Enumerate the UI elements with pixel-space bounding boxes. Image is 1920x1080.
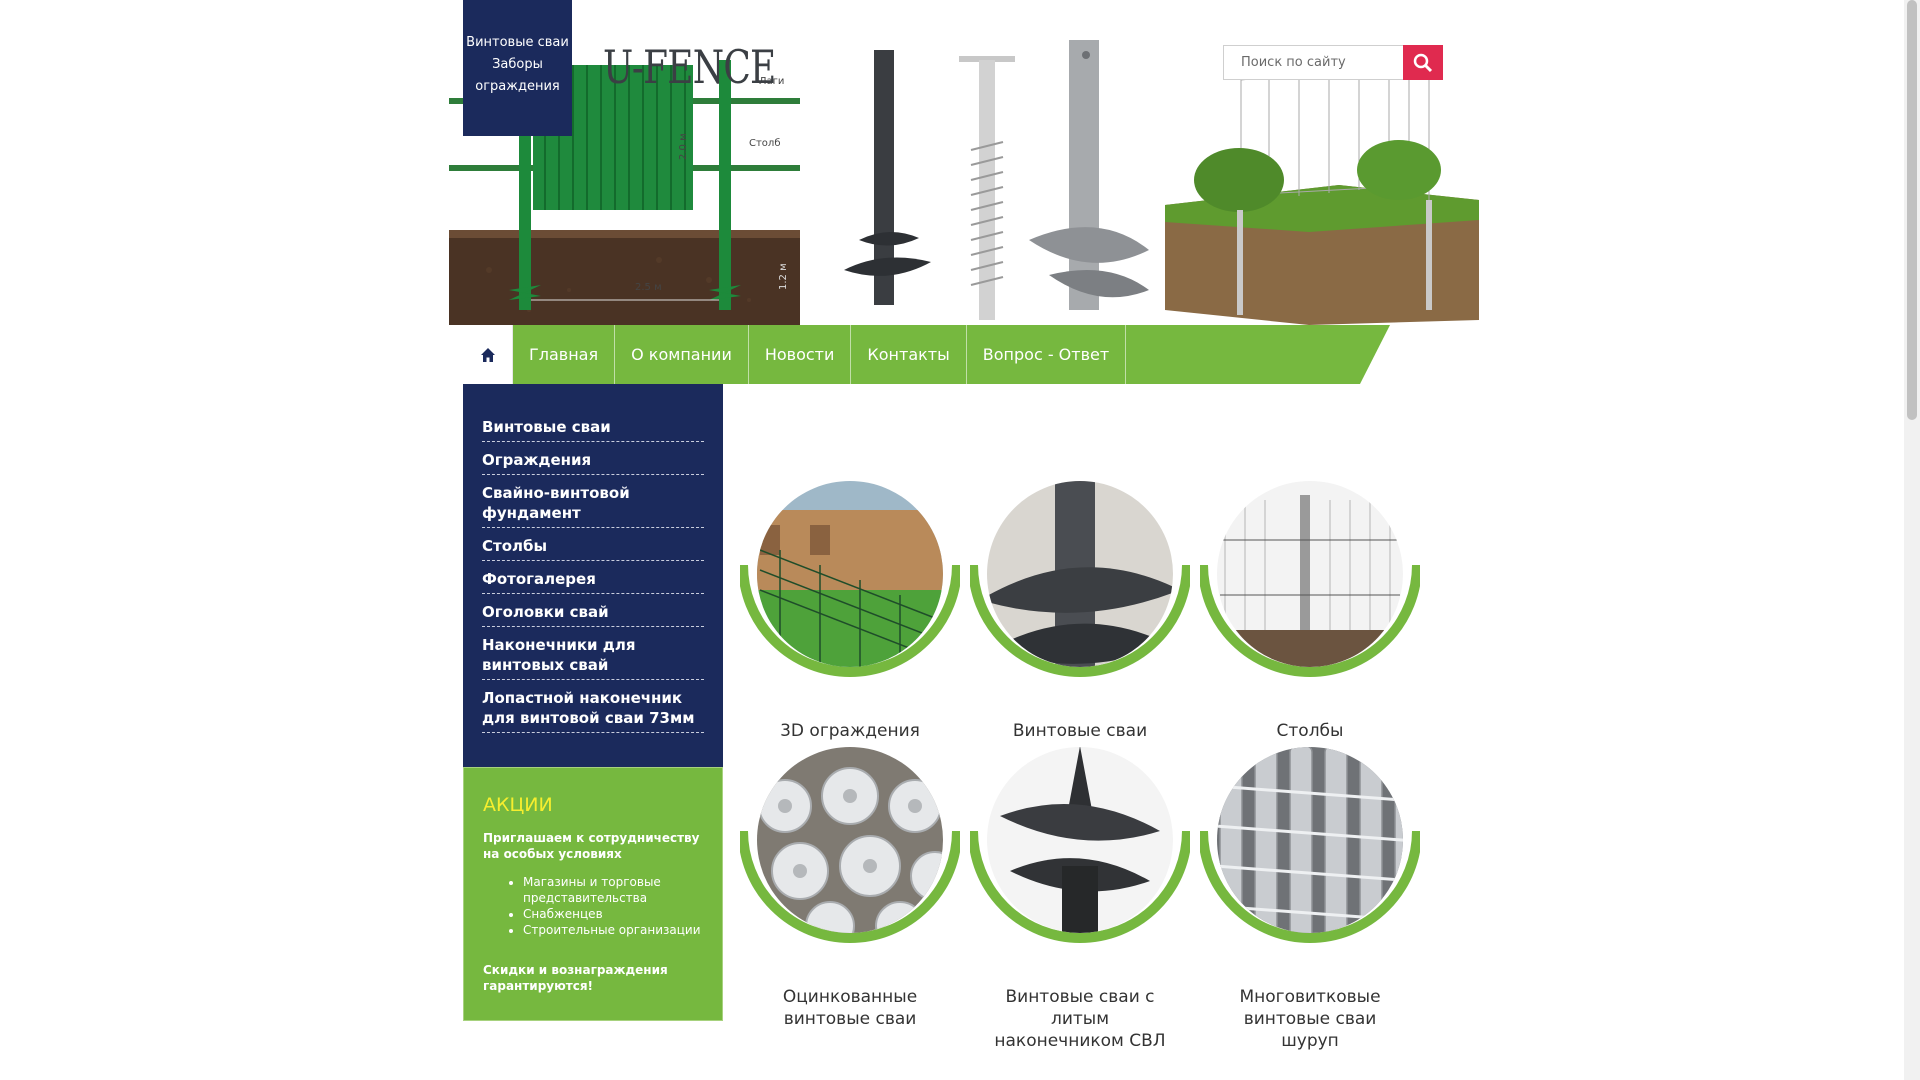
screw-pile-photo [968, 481, 1192, 677]
promo-list-item: Снабженцев [523, 906, 702, 922]
search-box [1223, 45, 1443, 80]
product-label[interactable]: Оцинкованные винтовые сваи [782, 987, 918, 1029]
nav-item-about[interactable]: О компании [615, 325, 749, 384]
catalog-item[interactable]: Ограждения [482, 448, 704, 475]
product-label[interactable]: Винтовые сваи с литым наконечником СВЛ [994, 987, 1166, 1051]
brand-line: ограждения [475, 79, 560, 94]
sidebar: Винтовые сваи Ограждения Свайно-винтовой… [463, 384, 723, 1021]
promo-block: АКЦИИ Приглашаем к сотрудничеству на осо… [463, 767, 723, 1021]
main-nav: Главная О компании Новости Контакты Вопр… [463, 325, 1390, 384]
galvanized-piles-photo [738, 747, 962, 943]
product-thumb[interactable] [738, 746, 962, 966]
posts-diagram [1198, 481, 1422, 677]
site-logo[interactable]: U-FENCE [603, 40, 776, 94]
product-thumb[interactable] [1198, 480, 1422, 700]
promo-list-item: Строительные организации [523, 922, 702, 938]
nav-item-news[interactable]: Новости [749, 325, 852, 384]
multi-turn-piles-photo [1198, 747, 1422, 943]
diagram-label-stolb: Столб [749, 138, 780, 149]
catalog-item[interactable]: Винтовые сваи [482, 415, 704, 442]
home-icon [481, 348, 495, 362]
catalog-item[interactable]: Оголовки свай [482, 600, 704, 627]
fence-photo [738, 481, 962, 677]
catalog-item[interactable]: Фотогалерея [482, 567, 704, 594]
nav-item-contacts[interactable]: Контакты [851, 325, 967, 384]
diagram-label-height: 2.0 м [678, 133, 689, 160]
search-input[interactable] [1224, 46, 1405, 79]
product-label[interactable]: Многовитковые винтовые сваи шуруп [1239, 987, 1381, 1051]
nav-background [463, 325, 1390, 384]
catalog-item[interactable]: Свайно-винтовой фундамент [482, 481, 704, 528]
diagram-label-depth: 1.2 м [778, 263, 789, 290]
catalog-item[interactable]: Лопастной наконечник для винтовой сваи 7… [482, 686, 704, 733]
product-label[interactable]: 3D ограждения [780, 721, 920, 741]
product-card[interactable]: Винтовые сваи с литым наконечником СВЛ [968, 746, 1192, 1052]
catalog-item[interactable]: Наконечники для винтовых свай [482, 633, 704, 680]
search-button[interactable] [1403, 45, 1443, 80]
product-thumb[interactable] [968, 746, 1192, 966]
brand-line: Винтовые сваи [466, 35, 569, 50]
scrollbar-thumb[interactable] [1907, 0, 1917, 420]
promo-intro: Приглашаем к сотрудничеству на особых ус… [483, 831, 700, 861]
product-label[interactable]: Столбы [1276, 721, 1344, 741]
catalog-menu: Винтовые сваи Ограждения Свайно-винтовой… [463, 384, 723, 767]
product-thumb[interactable] [968, 480, 1192, 700]
nav-home-button[interactable] [463, 325, 513, 384]
diagram-label-width: 2.5 м [635, 282, 662, 293]
promo-footer: Скидки и вознаграждения гарантируются! [483, 963, 668, 993]
diagram-label-lagi: Лаги [759, 76, 784, 87]
product-label[interactable]: Винтовые сваи [1012, 721, 1148, 741]
product-card[interactable]: Винтовые сваи [968, 480, 1192, 742]
catalog-item[interactable]: Столбы [482, 534, 704, 561]
search-icon [1413, 53, 1433, 73]
promo-list-item: Магазины и торговые представительства [523, 874, 702, 906]
brand-line: Заборы [492, 57, 543, 72]
nav-item-faq[interactable]: Вопрос - Ответ [967, 325, 1127, 384]
product-card[interactable]: Многовитковые винтовые сваи шуруп [1198, 746, 1422, 1052]
promo-list: Магазины и торговые представительства Сн… [483, 874, 702, 938]
page-scrollbar[interactable] [1904, 0, 1920, 1080]
promo-title: АКЦИИ [483, 794, 553, 816]
header-illustration: Лаги Столб 2.5 м 2.0 м 1.2 м [449, 40, 1479, 325]
cast-tip-pile-photo [968, 747, 1192, 943]
nav-item-home[interactable]: Главная [513, 325, 616, 384]
product-thumb[interactable] [738, 480, 962, 700]
header-banner: Лаги Столб 2.5 м 2.0 м 1.2 м [449, 0, 1479, 325]
product-card[interactable]: Столбы [1198, 480, 1422, 742]
brand-box[interactable]: Винтовые сваи Заборы ограждения [463, 0, 572, 136]
product-thumb[interactable] [1198, 746, 1422, 966]
product-card[interactable]: 3D ограждения [738, 480, 962, 742]
product-card[interactable]: Оцинкованные винтовые сваи [738, 746, 962, 1030]
